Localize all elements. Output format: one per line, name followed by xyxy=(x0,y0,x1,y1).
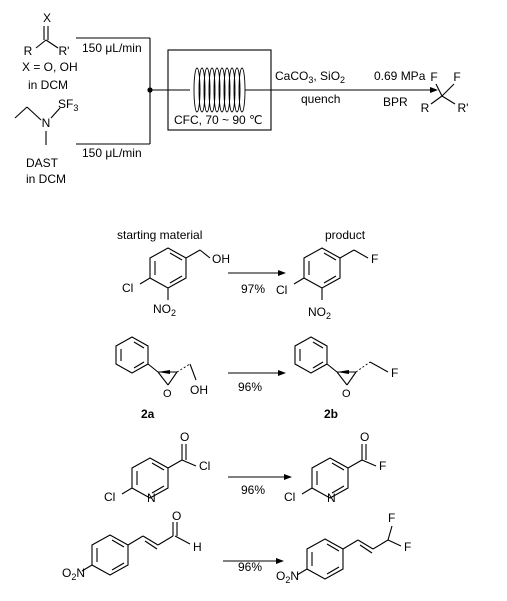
row-1-starting-material: OH Cl NO2 xyxy=(122,247,230,318)
r-prime-bond xyxy=(45,39,59,49)
row-3-starting-material: N O Cl Cl xyxy=(104,430,210,505)
pressure-label: 0.69 MPa xyxy=(374,69,426,83)
nitrogen-label: N xyxy=(42,116,51,130)
chloro-label: Cl xyxy=(276,283,287,297)
ring-chloro-label: Cl xyxy=(284,490,295,504)
row-2: O OH 2a 96% O F 2b xyxy=(115,336,398,421)
acyl-chloride-label: Cl xyxy=(199,459,210,473)
substituent-x-label: X xyxy=(43,11,51,25)
bpr-label: BPR xyxy=(383,95,408,109)
phenyl-ring xyxy=(115,336,149,374)
row-3-arrowhead xyxy=(284,474,292,480)
hashed-bond xyxy=(355,361,371,373)
starting-material-header: starting material xyxy=(117,228,202,242)
row-1-arrowhead xyxy=(278,270,286,276)
acyl-fluoride-label: F xyxy=(379,459,386,473)
ethyl-bond-1 xyxy=(14,106,28,119)
x-definition-label: X = O, OH xyxy=(22,60,78,74)
fluoro-label-1: F xyxy=(388,511,395,525)
c-r-prime-bond xyxy=(441,95,456,105)
chloro-label: Cl xyxy=(122,281,133,295)
epoxide-oxygen-label: O xyxy=(163,388,172,400)
row-4-product: F F O2N xyxy=(276,511,411,585)
r-prime-group-label: R' xyxy=(59,44,70,58)
row-4: O H O2N 96% F F O2N xyxy=(62,509,411,585)
nitro-label: NO2 xyxy=(308,305,331,321)
r-bond xyxy=(35,39,47,49)
pyridine-nitrogen-label: N xyxy=(147,491,156,505)
nitro-label: NO2 xyxy=(153,302,176,318)
nitro-label: O2N xyxy=(62,566,85,582)
c-r-bond xyxy=(430,95,443,105)
flow-rate-label-2: 150 μL/min xyxy=(82,146,142,160)
product-r-prime-label: R' xyxy=(458,101,469,115)
row-2-product: O F 2b xyxy=(294,336,398,421)
fluoro-label: F xyxy=(371,252,378,266)
reactor-label: CFC, 70 ~ 90 ℃ xyxy=(174,113,263,127)
solvent-label-2: in DCM xyxy=(26,172,66,186)
product-fluorine-1: F xyxy=(430,70,437,84)
pyridine-nitrogen-label: N xyxy=(327,491,336,505)
fluoro-label: F xyxy=(391,366,398,380)
row-2-arrowhead xyxy=(278,370,286,376)
quench-reagents-label: CaCO3, SiO2 xyxy=(275,69,345,85)
aldehyde-oxygen-label: O xyxy=(172,509,181,523)
row-4-starting-material: O H O2N xyxy=(62,509,202,582)
row-1: OH Cl NO2 97% F Cl NO2 xyxy=(122,247,378,321)
row-1-yield: 97% xyxy=(241,282,265,296)
flow-rate-label-1: 150 μL/min xyxy=(82,41,142,55)
solvent-label-1: in DCM xyxy=(28,78,68,92)
compound-2b-label: 2b xyxy=(324,407,338,421)
quench-label: quench xyxy=(301,92,340,106)
product-header: product xyxy=(325,228,366,242)
c-f-bond-1 xyxy=(435,83,443,97)
row-2-yield: 96% xyxy=(238,380,262,394)
row-3-product: N O F Cl xyxy=(284,430,386,505)
row-4-arrowhead xyxy=(276,558,284,564)
bpr-arrowhead xyxy=(430,87,438,93)
row-3: N O Cl Cl 96% N O F Cl xyxy=(104,430,386,505)
n-s-bond xyxy=(50,107,61,119)
c-f-bond-2 xyxy=(441,83,455,97)
row-2-starting-material: O OH 2a xyxy=(115,336,208,421)
reactor-coil xyxy=(193,67,246,113)
hashed-bond xyxy=(176,363,191,373)
nitro-label: O2N xyxy=(276,569,299,585)
flow-setup: X R R' X = O, OH in DCM 150 μL/min N SF3… xyxy=(14,11,469,186)
row-1-product: F Cl NO2 xyxy=(276,247,378,321)
fluoro-label-2: F xyxy=(404,540,411,554)
row-3-yield: 96% xyxy=(241,483,265,497)
ring-chloro-label: Cl xyxy=(104,490,115,504)
carbonyl-oxygen-label: O xyxy=(360,430,369,444)
ethyl-bond-2 xyxy=(26,106,42,121)
row-4-yield: 96% xyxy=(238,560,262,574)
hydroxyl-label: OH xyxy=(190,383,208,397)
compound-2a-label: 2a xyxy=(141,407,155,421)
hydroxyl-label: OH xyxy=(212,252,230,266)
aldehyde-hydrogen-label: H xyxy=(193,540,202,554)
product-fluorine-2: F xyxy=(453,70,460,84)
dast-label: DAST xyxy=(26,156,59,170)
epoxide-oxygen-label: O xyxy=(342,388,351,400)
carbonyl-oxygen-label: O xyxy=(180,430,189,444)
sulfur-trifluoride-label: SF3 xyxy=(58,97,78,113)
phenyl-ring xyxy=(294,336,328,374)
product-r-label: R xyxy=(421,101,430,115)
r-group-label: R xyxy=(24,44,33,58)
